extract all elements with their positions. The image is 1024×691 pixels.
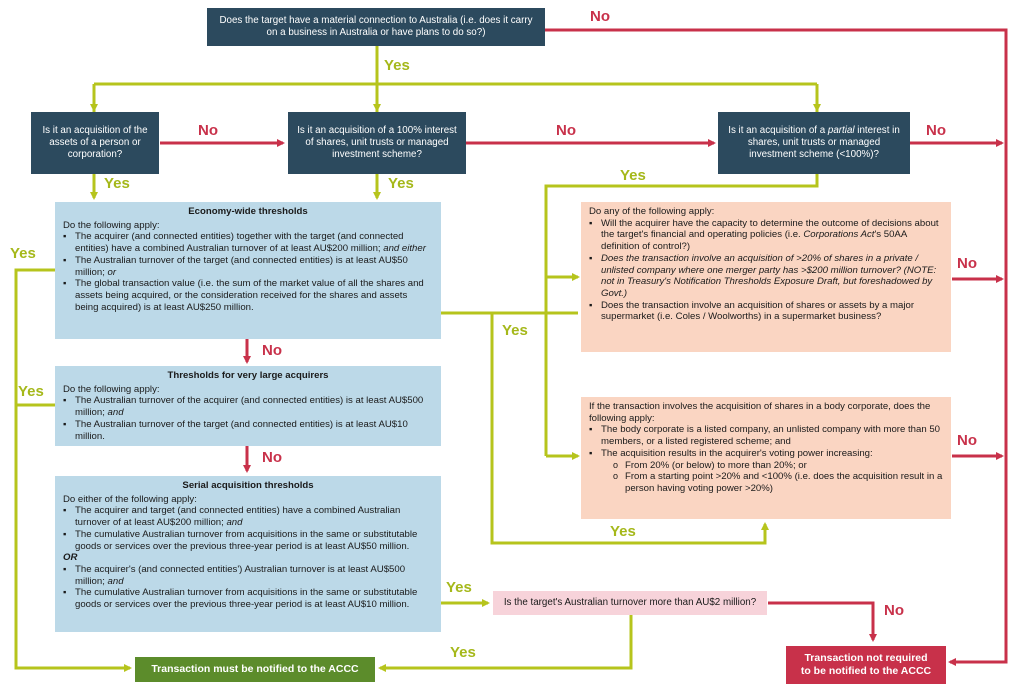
serial-or: OR	[63, 552, 78, 564]
label-no-1: No	[590, 8, 610, 25]
label-no-4: No	[926, 122, 946, 139]
economy-wide-title: Economy-wide thresholds	[188, 206, 308, 217]
control-item-3-text: Does the transaction involve an acquisit…	[601, 299, 915, 323]
outcome-notify-text: Transaction must be notified to the ACCC	[151, 663, 359, 676]
control-item-1-pre: Will the acquirer have the capacity to d…	[601, 217, 939, 241]
voting-power-box: If the transaction involves the acquisit…	[581, 397, 951, 519]
question-full-interest: Is it an acquisition of a 100% interest …	[288, 112, 466, 174]
question-assets-text: Is it an acquisition of the assets of a …	[42, 125, 148, 160]
voting-item-1-text: The body corporate is a listed company, …	[601, 424, 940, 448]
outcome-notify: Transaction must be notified to the ACCC	[135, 657, 375, 682]
voting-item-1: The body corporate is a listed company, …	[589, 424, 943, 447]
control-list: Will the acquirer have the capacity to d…	[589, 218, 943, 323]
economy-item-3-text: The global transaction value (i.e. the s…	[75, 278, 424, 313]
label-yes-8: Yes	[610, 523, 636, 540]
question-partial-pre: Is it an acquisition of a	[728, 125, 828, 137]
serial-item-1-em: and	[226, 517, 243, 529]
voting-sub-1: From 20% (or below) to more than 20%; or	[613, 460, 943, 472]
voting-item-2: The acquisition results in the acquirer'…	[589, 448, 943, 495]
serial-list-a: The acquirer and target (and connected e…	[63, 505, 433, 552]
serial-item-3: The acquirer's (and connected entities')…	[63, 564, 433, 587]
large-item-1-text: The Australian turnover of the acquirer …	[75, 395, 424, 419]
question-partial-interest: Is it an acquisition of a partial intere…	[718, 112, 910, 174]
economy-item-2-em: or	[107, 266, 117, 278]
large-item-2: The Australian turnover of the target (a…	[63, 419, 433, 442]
serial-item-4: The cumulative Australian turnover from …	[63, 587, 433, 610]
question-turnover-text: Is the target's Australian turnover more…	[503, 597, 757, 609]
large-acquirers-title: Thresholds for very large acquirers	[167, 370, 329, 381]
label-yes-5: Yes	[10, 245, 36, 262]
economy-item-1: The acquirer (and connected entities) to…	[63, 231, 433, 254]
label-yes-4: Yes	[620, 167, 646, 184]
serial-item-2-text: The cumulative Australian turnover from …	[75, 528, 418, 552]
voting-sub-2: From a starting point >20% and <100% (i.…	[613, 471, 943, 494]
voting-sub-1-text: From 20% (or below) to more than 20%; or	[625, 459, 807, 471]
economy-wide-thresholds-box: Economy-wide thresholds Do the following…	[55, 202, 441, 339]
economy-item-1-text: The acquirer (and connected entities) to…	[75, 231, 404, 255]
label-no-3: No	[556, 122, 576, 139]
large-acquirers-box: Thresholds for very large acquirers Do t…	[55, 366, 441, 446]
economy-item-1-em: and either	[383, 243, 426, 255]
economy-item-2: The Australian turnover of the target (a…	[63, 255, 433, 278]
control-tests-box: Do any of the following apply: Will the …	[581, 202, 951, 352]
question-material-connection-text: Does the target have a material connecti…	[219, 15, 533, 38]
serial-intro: Do either of the following apply:	[63, 493, 197, 505]
large-intro: Do the following apply:	[63, 383, 160, 395]
large-item-2-text: The Australian turnover of the target (a…	[75, 418, 408, 442]
voting-sub-2-text: From a starting point >20% and <100% (i.…	[625, 471, 943, 494]
label-yes-9: Yes	[446, 579, 472, 596]
serial-acquisition-box: Serial acquisition thresholds Do either …	[55, 476, 441, 632]
economy-intro: Do the following apply:	[63, 219, 160, 231]
question-partial-post: interest in shares, unit trusts or manag…	[747, 125, 900, 160]
voting-list: The body corporate is a listed company, …	[589, 424, 943, 494]
question-partial-em: partial	[827, 125, 855, 137]
label-no-8: No	[262, 449, 282, 466]
label-yes-10: Yes	[450, 644, 476, 661]
control-item-3: Does the transaction involve an acquisit…	[589, 300, 943, 323]
large-list: The Australian turnover of the acquirer …	[63, 395, 433, 442]
serial-item-1-text: The acquirer and target (and connected e…	[75, 505, 401, 529]
label-no-2: No	[198, 122, 218, 139]
question-full-interest-text: Is it an acquisition of a 100% interest …	[297, 125, 457, 160]
control-item-1: Will the acquirer have the capacity to d…	[589, 218, 943, 253]
label-yes-6: Yes	[502, 322, 528, 339]
economy-item-2-text: The Australian turnover of the target (a…	[75, 254, 408, 278]
label-yes-2: Yes	[104, 175, 130, 192]
control-item-2-note: (NOTE: not in Treasury's Notification Th…	[601, 264, 937, 299]
serial-item-1: The acquirer and target (and connected e…	[63, 505, 433, 528]
control-item-1-post: 's 50AA definition of control?)	[601, 229, 907, 253]
voting-intro: If the transaction involves the acquisit…	[589, 401, 931, 424]
label-no-7: No	[957, 432, 977, 449]
label-yes-3: Yes	[388, 175, 414, 192]
serial-item-2: The cumulative Australian turnover from …	[63, 529, 433, 552]
control-item-1-em: Corporations Act	[803, 229, 875, 241]
label-no-5: No	[957, 255, 977, 272]
serial-item-3-em: and	[107, 575, 124, 587]
control-intro: Do any of the following apply:	[589, 206, 715, 217]
voting-sublist: From 20% (or below) to more than 20%; or…	[601, 460, 943, 495]
question-assets: Is it an acquisition of the assets of a …	[31, 112, 159, 174]
label-no-6: No	[262, 342, 282, 359]
control-item-2: Does the transaction involve an acquisit…	[589, 253, 943, 300]
economy-list: The acquirer (and connected entities) to…	[63, 231, 433, 313]
economy-item-3: The global transaction value (i.e. the s…	[63, 278, 433, 313]
label-yes-7: Yes	[18, 383, 44, 400]
outcome-not-required-text: Transaction not required to be notified …	[800, 651, 932, 677]
question-partial-interest-text: Is it an acquisition of a partial intere…	[724, 125, 904, 161]
question-turnover: Is the target's Australian turnover more…	[493, 591, 767, 615]
large-item-1-em: and	[107, 407, 124, 419]
large-item-1: The Australian turnover of the acquirer …	[63, 395, 433, 418]
voting-item-2-text: The acquisition results in the acquirer'…	[601, 447, 873, 459]
outcome-not-required: Transaction not required to be notified …	[786, 646, 946, 684]
question-material-connection: Does the target have a material connecti…	[207, 8, 545, 46]
label-no-9: No	[884, 602, 904, 619]
label-yes-1: Yes	[384, 57, 410, 74]
serial-list-b: The acquirer's (and connected entities')…	[63, 564, 433, 611]
control-item-2-text: Does the transaction involve an acquisit…	[601, 252, 919, 276]
serial-item-4-text: The cumulative Australian turnover from …	[75, 587, 418, 611]
serial-title: Serial acquisition thresholds	[182, 480, 314, 491]
serial-item-3-text: The acquirer's (and connected entities')…	[75, 563, 406, 587]
